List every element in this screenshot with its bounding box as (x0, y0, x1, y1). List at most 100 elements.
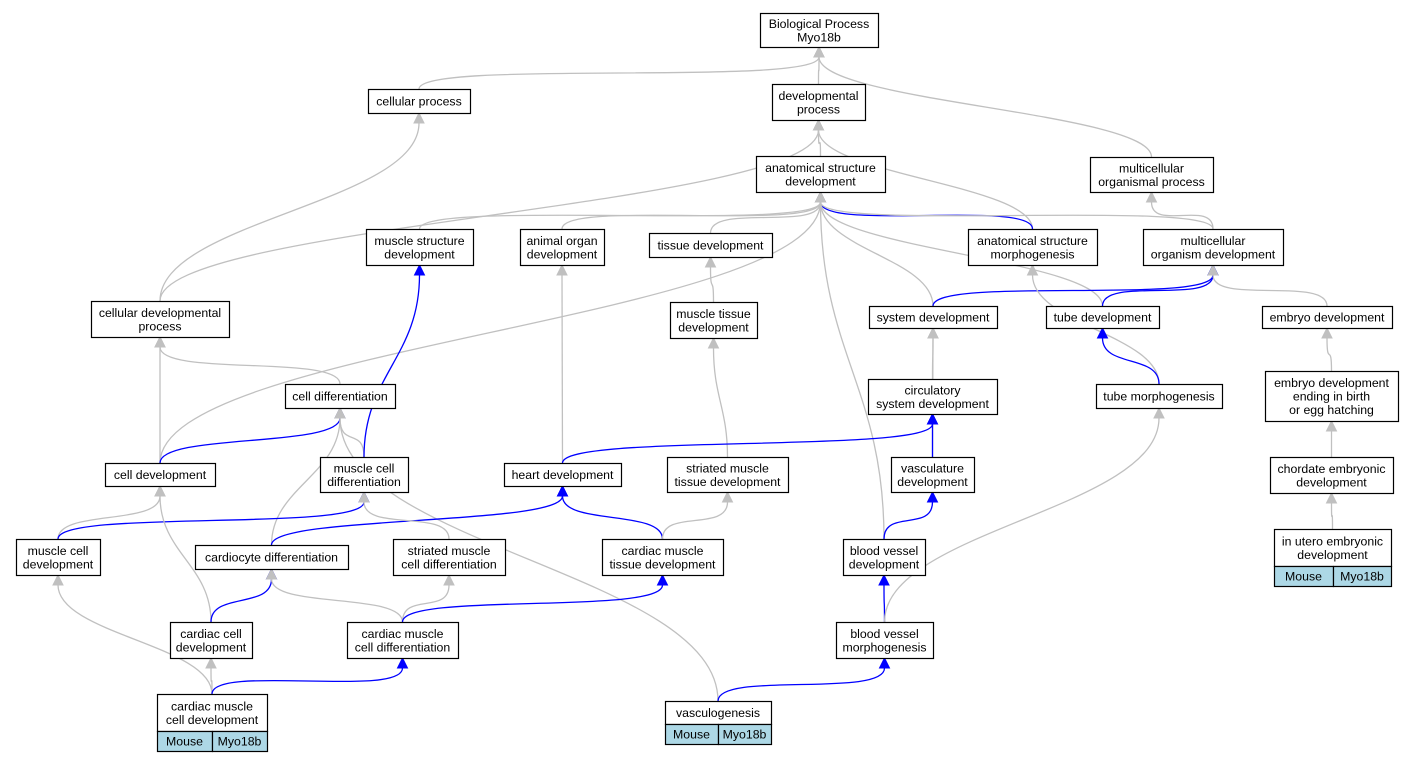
term-box (666, 456, 790, 494)
term-label: development (849, 557, 920, 571)
go-term-cardiocyte-differentiation[interactable]: cardiocyte differentiation (194, 544, 350, 571)
term-label: striated muscle (686, 461, 769, 475)
edge-cardiac-muscle-tissue-development-to-heart-development (556, 484, 664, 540)
edge-tube-morphogenesis-to-tube-development (1096, 326, 1160, 385)
term-label: chordate embryonic (1278, 462, 1386, 476)
go-term-tissue-development[interactable]: tissue development (648, 232, 774, 259)
go-term-cell-differentiation[interactable]: cell differentiation (284, 383, 397, 410)
term-label: development (384, 247, 455, 261)
term-label: muscle cell (28, 544, 89, 558)
term-box (169, 621, 254, 660)
go-term-embryo-development[interactable]: embryo development (1261, 305, 1394, 330)
term-label: development (176, 640, 247, 654)
edge-blood-vessel-development-to-vasculature-development (883, 490, 939, 540)
term-label: morphogenesis (842, 640, 926, 654)
term-box (842, 538, 927, 577)
edge-heart-development-to-circulatory-system-development (561, 412, 939, 464)
edge-cell-differentiation-to-cellular-developmental-process (154, 335, 341, 385)
edge-cardiac-cell-development-to-cardiocyte-differentiation (210, 567, 278, 623)
term-box (15, 538, 102, 577)
term-label: cardiac muscle (621, 544, 703, 558)
go-term-tube-morphogenesis[interactable]: tube morphogenesis (1095, 383, 1224, 410)
term-label: cardiocyte differentiation (205, 551, 338, 565)
term-label: development (1296, 475, 1367, 489)
edge-multicellular-organism-development-to-multicellular-organismal-process (1145, 190, 1214, 230)
term-box (392, 538, 507, 577)
term-label: animal organ (526, 234, 597, 248)
annotation-cell (717, 723, 773, 746)
edge-anatomical-structure-morphogenesis-to-anatomical-structure-development (814, 190, 1034, 230)
go-term-heart-development[interactable]: heart development (503, 462, 623, 488)
term-box (1261, 305, 1394, 330)
term-label: tube development (1054, 311, 1152, 325)
edge-heart-development-to-animal-organ-development (556, 263, 568, 464)
go-term-tube-development[interactable]: tube development (1045, 305, 1161, 330)
term-box (868, 305, 999, 330)
edge-vasculogenesis-to-blood-vessel-morphogenesis (717, 656, 891, 702)
edge-cardiocyte-differentiation-to-heart-development (270, 484, 569, 546)
term-label: development (785, 174, 856, 188)
term-box (669, 301, 759, 340)
term-label: blood vessel (850, 627, 918, 641)
go-term-cell-development[interactable]: cell development (104, 462, 217, 488)
annotation-species: Mouse (166, 735, 203, 749)
term-box (835, 621, 935, 660)
term-label: system development (877, 311, 990, 325)
edge-striated-muscle-cell-differentiation-to-muscle-cell-differentiation (358, 490, 450, 540)
edge-cell-development-to-cellular-developmental-process (154, 335, 166, 464)
annotation-gene: Myo18b (723, 728, 767, 742)
term-box (365, 228, 475, 267)
term-box (367, 88, 472, 115)
edge-system-development-to-multicellular-organism-development (932, 263, 1219, 307)
go-term-system-development[interactable]: system development (868, 305, 999, 330)
edge-tube-morphogenesis-to-anatomical-structure-morphogenesis (1026, 263, 1160, 385)
go-term-cellular-process[interactable]: cellular process (367, 88, 472, 115)
term-label: vasculogenesis (676, 706, 760, 720)
term-box (890, 456, 976, 494)
edge-tube-development-to-multicellular-organism-development (1101, 263, 1219, 307)
term-label: blood vessel (850, 544, 918, 558)
edge-cardiac-muscle-cell-development-to-muscle-cell-development (52, 573, 213, 695)
edge-embryo-development-birth-to-embryo-development (1321, 326, 1333, 372)
edge-blood-vessel-morphogenesis-to-tube-morphogenesis (883, 406, 1165, 623)
term-label: anatomical structure (977, 234, 1088, 248)
term-label: development (527, 247, 598, 261)
term-box (759, 12, 880, 49)
term-label: differentiation (327, 475, 401, 489)
edge-cellular-process-to-bp (418, 45, 825, 90)
term-label: ending in birth (1293, 390, 1370, 404)
edge-striated-muscle-tissue-development-to-muscle-tissue-development (707, 336, 729, 458)
edge-muscle-tissue-development-to-tissue-development (704, 255, 717, 303)
term-label: cardiac muscle (171, 699, 253, 713)
term-label: development (1297, 548, 1368, 562)
term-label: embryo development (1274, 376, 1389, 390)
term-box (1045, 305, 1161, 330)
edge-cellular-developmental-process-to-cellular-process (159, 111, 425, 302)
